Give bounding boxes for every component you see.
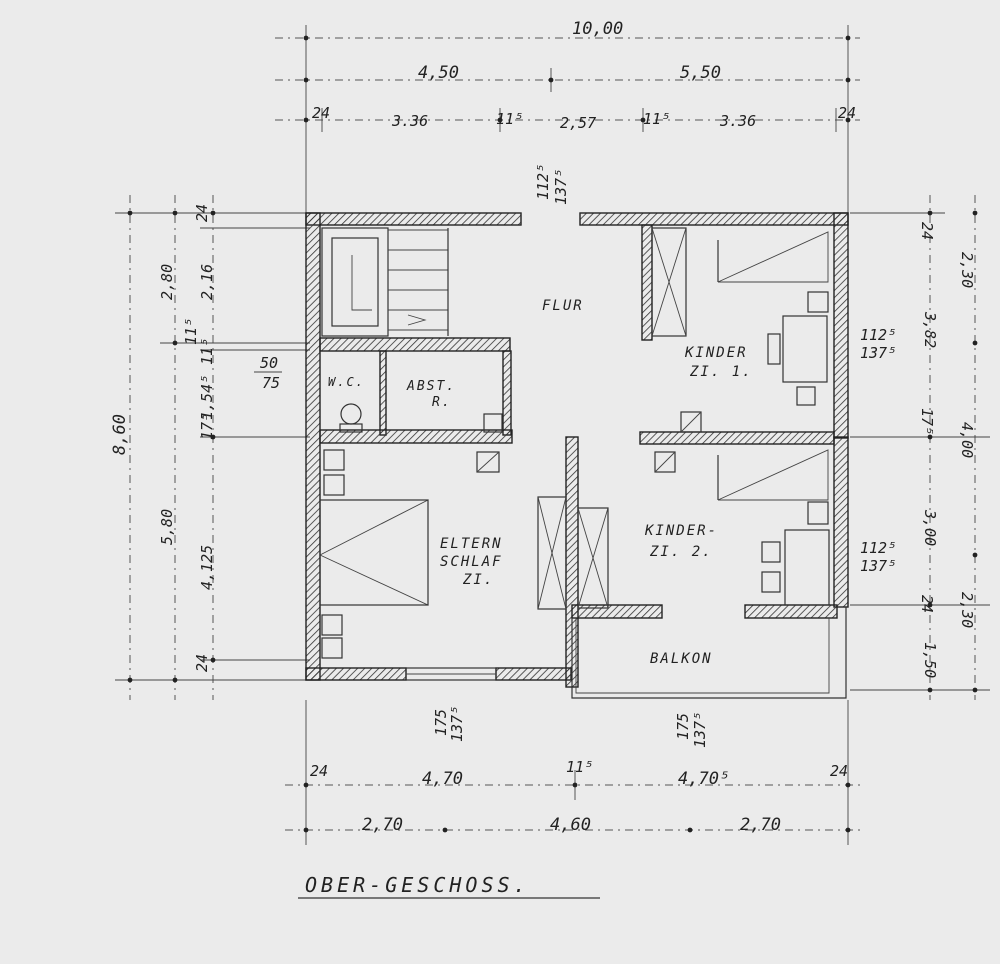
dim-top-w4: 2,57 — [560, 114, 596, 132]
dim-bottom-window2-b: 137⁵ — [691, 712, 709, 748]
dim-bottom-window2-a: 175 — [674, 713, 692, 740]
dim-right-r2: 2,30 — [958, 252, 976, 288]
dim-right-window2-b: 137⁵ — [860, 557, 896, 575]
dim-bottom-c2: 4,60 — [550, 815, 591, 835]
dim-right-r7: 24 — [918, 595, 936, 613]
room-label-kinder1-number: ZI. 1. — [689, 364, 753, 380]
dim-top-door-a: 112⁵ — [534, 164, 552, 200]
dim-left-frac-top: 50 — [260, 354, 278, 372]
dim-bottom-b4: 4,70⁵ — [678, 769, 729, 789]
dim-left-upper: 2,80 — [158, 264, 176, 300]
dim-left-s4: 11⁵ — [198, 338, 216, 365]
dim-top-w2: 3.36 — [391, 112, 428, 130]
drawing-title: OBER-GESCHOSS. — [305, 873, 530, 897]
dim-right-r1: 24 — [918, 222, 936, 240]
top-dimensions: 10,00 4,50 5,50 24 3.36 11⁵ 2,57 11⁵ 3.3… — [312, 19, 856, 205]
dim-right-r6: 3,00 — [921, 509, 939, 546]
walls — [305, 212, 849, 699]
dim-top-left: 4,50 — [418, 63, 459, 83]
dim-bottom-b3: 11⁵ — [566, 758, 593, 776]
dim-left-s2: 2,16 — [198, 264, 216, 300]
dim-right-r5: 4,00 — [958, 422, 976, 458]
staircase — [321, 227, 449, 337]
dim-right-window1-a: 112⁵ — [860, 326, 896, 344]
dim-left-s7: 4,125 — [198, 545, 216, 590]
room-label-abst: ABST. — [406, 379, 456, 394]
dim-left-total: 8,60 — [110, 414, 130, 455]
dim-bottom-c3: 2,70 — [740, 815, 781, 835]
dim-bottom-b5: 24 — [830, 762, 848, 780]
dim-right-window2-a: 112⁵ — [860, 539, 896, 557]
furniture — [319, 227, 830, 659]
room-label-schlaf: SCHLAF — [440, 554, 503, 570]
room-label-eltern: ELTERN — [440, 536, 503, 552]
room-label-kinder2: KINDER- — [644, 523, 718, 539]
room-label-abst-r: R. — [432, 395, 452, 410]
dim-top-right: 5,50 — [680, 63, 721, 83]
dim-right-r4: 17⁵ — [918, 408, 936, 435]
left-dimensions: 8,60 2,80 5,80 24 2,16 11⁵ 11⁵ 1,54⁵ 17⁵… — [110, 204, 282, 672]
dim-right-r9: 2,30 — [958, 592, 976, 628]
dim-right-window1-b: 137⁵ — [860, 344, 896, 362]
dim-top-w5: 11⁵ — [643, 110, 670, 128]
dim-top-w3: 11⁵ — [496, 110, 523, 128]
right-dimensions: 24 2,30 3,82 17⁵ 4,00 3,00 24 1,50 2,30 … — [860, 222, 976, 678]
room-label-balkon: BALKON — [650, 651, 713, 667]
dim-right-r8: 1,50 — [921, 642, 939, 678]
dim-bottom-window1-b: 137⁵ — [448, 706, 466, 742]
dim-left-frac-bottom: 75 — [262, 374, 280, 392]
bottom-dimensions: 24 4,70 11⁵ 4,70⁵ 24 2,70 4,60 2,70 175 … — [310, 706, 848, 835]
dim-bottom-b1: 24 — [310, 762, 328, 780]
room-label-wc: W.C. — [328, 375, 365, 389]
dim-bottom-window1-a: 175 — [432, 709, 450, 736]
dim-top-total: 10,00 — [572, 19, 623, 39]
room-labels: FLUR KINDER ZI. 1. W.C. ABST. R. ELTERN … — [328, 298, 753, 667]
room-label-kinder2-number: ZI. 2. — [649, 544, 713, 560]
dim-top-w1: 24 — [312, 104, 330, 122]
dim-top-door-b: 137⁵ — [552, 169, 570, 205]
room-label-kinder1: KINDER — [684, 345, 748, 361]
dim-left-s5: 1,54⁵ — [198, 375, 216, 420]
dimension-lines — [115, 25, 990, 845]
dim-left-s8: 24 — [193, 654, 211, 672]
dim-top-w6: 3.36 — [719, 112, 756, 130]
dim-right-r3: 3,82 — [921, 311, 939, 348]
dim-top-w7: 24 — [838, 104, 856, 122]
dim-bottom-b2: 4,70 — [422, 769, 463, 789]
dim-bottom-c1: 2,70 — [362, 815, 403, 835]
dim-left-lower: 5,80 — [158, 509, 176, 545]
room-label-eltern-zi: ZI. — [462, 572, 494, 588]
dimension-dots — [127, 35, 978, 833]
dim-left-s6: 17⁵ — [198, 413, 216, 440]
dim-left-s1: 24 — [193, 204, 211, 222]
room-label-flur: FLUR — [542, 298, 584, 314]
dim-left-s3: 11⁵ — [182, 318, 200, 345]
